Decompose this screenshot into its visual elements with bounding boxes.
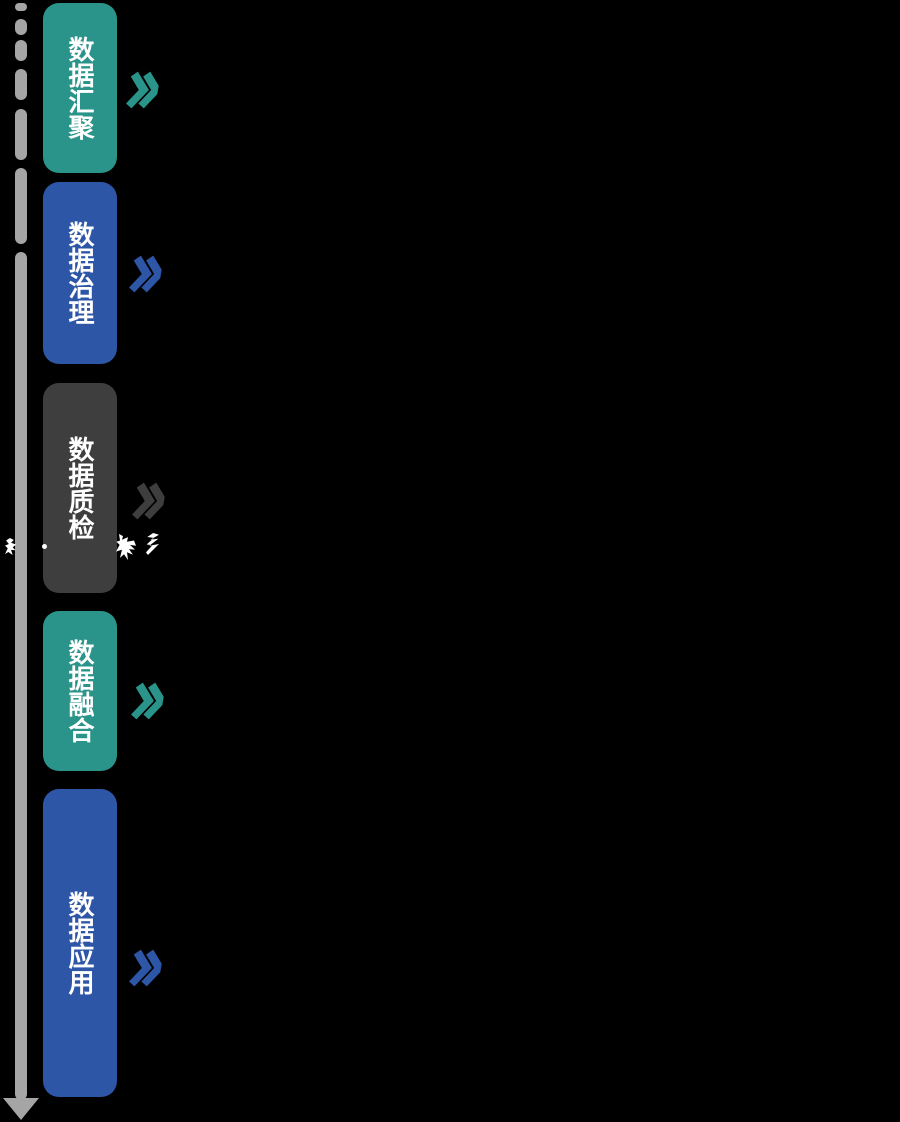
stage-label: 数据治理 [65,221,95,325]
stage-box-data-quality-check: 数据质检 [43,383,117,593]
artifact-fragment [146,533,159,555]
arrow-down-head-icon [3,1098,39,1120]
timeline-dash [15,109,27,160]
timeline-dash [15,3,27,11]
double-chevron-icon [126,70,162,110]
timeline-dash [15,40,27,61]
stage-label: 数据应用 [65,891,95,995]
double-chevron-icon [132,481,168,521]
stage-box-data-application: 数据应用 [43,789,117,1097]
stage-box-data-governance: 数据治理 [43,182,117,364]
double-chevron-icon [129,948,165,988]
timeline-line [15,252,27,1100]
double-chevron-icon [129,254,165,294]
stage-box-data-fusion: 数据融合 [43,611,117,771]
timeline-dash [15,19,27,35]
artifact-fragment [5,538,16,555]
timeline-dash [15,168,27,244]
timeline-dash [15,69,27,100]
double-chevron-icon [131,681,167,721]
stage-label: 数据融合 [65,639,95,743]
artifact-dot [42,544,47,549]
stage-box-data-aggregation: 数据汇聚 [43,3,117,173]
stage-label: 数据质检 [65,436,95,540]
stage-label: 数据汇聚 [65,36,95,140]
artifact-fragment [116,534,136,560]
